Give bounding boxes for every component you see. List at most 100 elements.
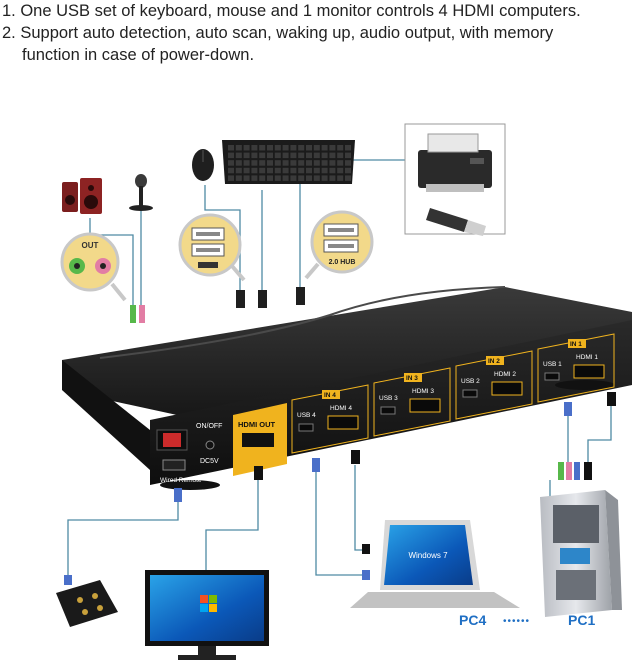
printer-icon: [418, 133, 492, 192]
dc-label: DC5V: [200, 458, 219, 465]
wired-remote-label: Wired Remote: [160, 477, 202, 484]
input-label-badge: [568, 339, 586, 348]
keyboard-key: [345, 160, 351, 166]
keyboard-key: [290, 152, 297, 159]
input-label: IN 1: [570, 341, 582, 348]
keyboard-key: [306, 175, 312, 181]
hdmi-port-icon: [573, 364, 605, 379]
keyboard-key: [329, 145, 336, 151]
input-port-frame: [291, 384, 369, 454]
cables: [67, 159, 612, 576]
keyboard-key: [345, 167, 351, 174]
keyboard-key: [306, 145, 312, 151]
keyboard-key: [235, 167, 242, 174]
keyboard-key: [228, 175, 234, 181]
feature-line-2: 2. Support auto detection, auto scan, wa…: [2, 24, 554, 42]
keyboard-key: [290, 175, 297, 181]
input-label-badge: [486, 356, 504, 365]
keyboard-key: [235, 145, 242, 151]
keyboard-key: [259, 167, 266, 174]
usb-hub-detail: 2.0 HUB: [304, 210, 374, 280]
keyboard-key: [243, 160, 250, 166]
laptop-screen-label: Windows 7: [408, 551, 448, 560]
kvm-switch: [62, 286, 632, 490]
keyboard-key: [282, 167, 289, 174]
pc1-label: PC1: [568, 612, 595, 628]
keyboard-key: [259, 160, 266, 166]
input-label-badge: [322, 390, 340, 399]
keyboard-key: [329, 175, 336, 181]
keyboard-key: [290, 167, 297, 174]
hdmi-port-label: HDMI 4: [330, 405, 352, 412]
mouse-icon: [192, 149, 214, 181]
hdmi-port-icon: [409, 398, 441, 413]
keyboard-key: [345, 175, 351, 181]
keyboard-key: [321, 160, 328, 166]
keyboard-key: [251, 152, 258, 159]
keyboard-key: [274, 175, 281, 181]
keyboard-key: [251, 175, 258, 181]
keyboard-key: [313, 145, 320, 151]
keyboard-key: [337, 152, 344, 159]
keyboard-key: [282, 160, 289, 166]
laptop-icon: Windows 7: [350, 520, 520, 608]
keyboard-key: [321, 152, 328, 159]
keyboard-key: [267, 160, 273, 166]
usb-flash-drive-icon: [426, 208, 486, 236]
usb-port-icon: [380, 406, 396, 415]
keyboard-key: [282, 175, 289, 181]
keyboard-key: [243, 175, 250, 181]
keyboard-key: [345, 152, 351, 159]
usb-ports-detail: [178, 213, 246, 282]
power-switch[interactable]: [163, 433, 181, 447]
keyboard-key: [235, 175, 242, 181]
hdmi-port-label: HDMI 3: [412, 388, 434, 395]
keyboard-key: [243, 152, 250, 159]
usb-port-icon: [462, 389, 478, 398]
feature-line-2-continued: function in case of power-down.: [22, 46, 255, 64]
keyboard-key: [337, 167, 344, 174]
hdmi-out-port-icon: [242, 433, 274, 447]
keyboard-key: [345, 145, 351, 151]
keyboard-key: [235, 152, 242, 159]
keyboard-key: [274, 145, 281, 151]
audio-plugs-icon: [130, 305, 145, 323]
keyboard-key: [329, 152, 336, 159]
wired-remote-icon: [56, 575, 118, 627]
monitor-icon: [145, 570, 269, 660]
keyboard-key: [267, 152, 273, 159]
keyboard-key: [267, 145, 273, 151]
keyboard-key: [282, 152, 289, 159]
input-label: IN 4: [324, 392, 336, 399]
hub-label: 2.0 HUB: [329, 259, 356, 266]
keyboard-key: [228, 167, 234, 174]
usb-port-icon: [298, 423, 314, 432]
keyboard-key: [298, 167, 305, 174]
audio-jacks-detail: OUT: [60, 232, 127, 302]
keyboard-key: [274, 160, 281, 166]
keyboard-key: [251, 160, 258, 166]
usb-plugs-icon: [236, 287, 305, 308]
keyboard-key: [306, 160, 312, 166]
keyboard-key: [321, 167, 328, 174]
keyboard-key: [298, 145, 305, 151]
keyboard-key: [298, 152, 305, 159]
keyboard-key: [306, 152, 312, 159]
keyboard-key: [259, 152, 266, 159]
input-port-frame: [455, 350, 533, 420]
keyboard-key: [298, 160, 305, 166]
keyboard-key: [329, 160, 336, 166]
input-label-badge: [404, 373, 422, 382]
hdmi-port-icon: [491, 381, 523, 396]
keyboard-key: [321, 145, 328, 151]
hdmi-port-label: HDMI 2: [494, 371, 516, 378]
keyboard-key: [313, 152, 320, 159]
hdmi-out-label: HDMI OUT: [238, 420, 275, 429]
speakers-icon: [62, 178, 102, 214]
